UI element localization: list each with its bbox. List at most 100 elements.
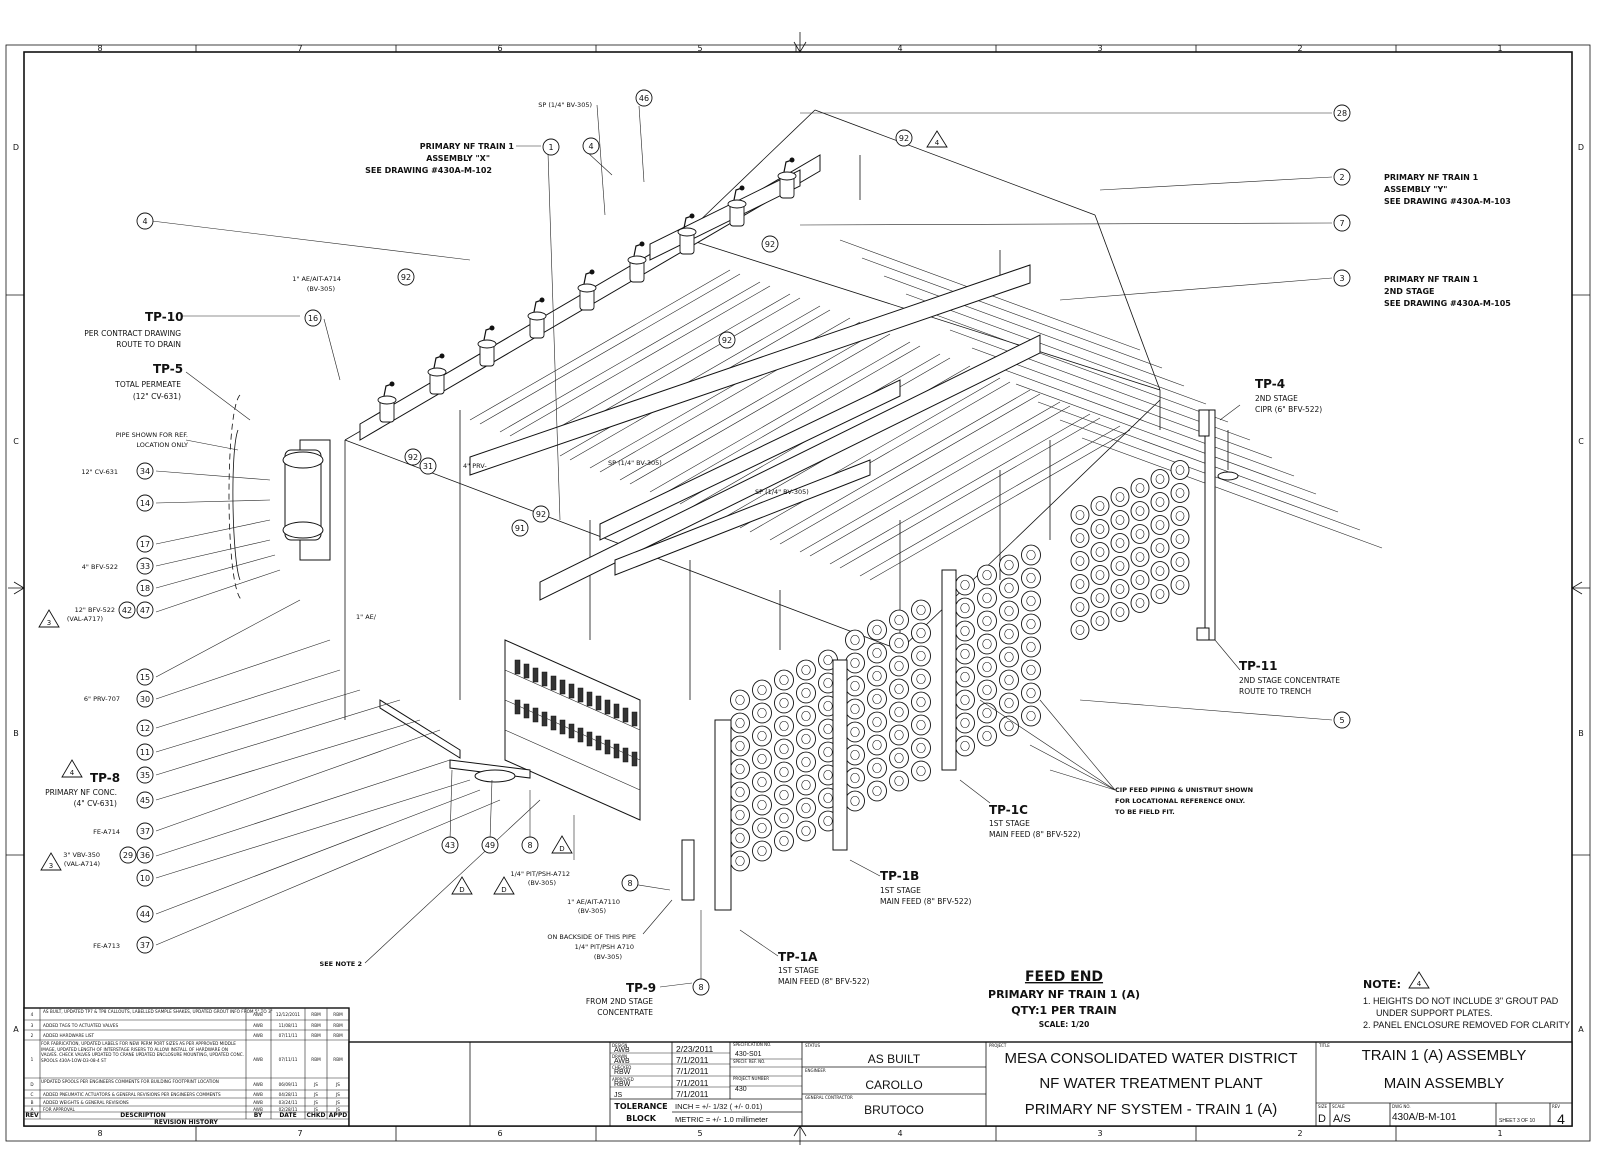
svg-text:BLOCK: BLOCK bbox=[626, 1114, 657, 1123]
vessel-end-cap bbox=[911, 760, 931, 782]
svg-text:PRIMARY NF TRAIN 1: PRIMARY NF TRAIN 1 bbox=[1384, 275, 1479, 284]
svg-text:(4" CV-631): (4" CV-631) bbox=[74, 799, 117, 808]
svg-text:47: 47 bbox=[140, 606, 150, 615]
svg-text:(12" CV-631): (12" CV-631) bbox=[133, 392, 181, 401]
svg-text:2ND STAGE: 2ND STAGE bbox=[1384, 287, 1435, 296]
bubble: 7 bbox=[1333, 214, 1351, 232]
svg-text:03/24/11: 03/24/11 bbox=[279, 1100, 298, 1105]
svg-text:15: 15 bbox=[140, 673, 150, 682]
bubble: 37 bbox=[136, 936, 154, 954]
bubble: 33 bbox=[136, 557, 154, 575]
vessel-end-cap bbox=[1110, 487, 1130, 507]
svg-text:16: 16 bbox=[308, 314, 318, 323]
vessel-end-cap bbox=[999, 577, 1019, 599]
vessel-end-cap bbox=[911, 691, 931, 713]
vessel-end-cap bbox=[730, 804, 750, 826]
svg-text:(BV-305): (BV-305) bbox=[307, 285, 335, 293]
svg-text:3: 3 bbox=[1339, 274, 1344, 283]
svg-text:TP-1B: TP-1B bbox=[880, 869, 919, 883]
svg-text:1" AE/AIT-A714: 1" AE/AIT-A714 bbox=[292, 275, 341, 283]
vessel-end-cap bbox=[977, 564, 997, 586]
bubble: 16 bbox=[304, 309, 322, 327]
svg-text:5: 5 bbox=[1339, 716, 1344, 725]
tp-1c: TP-1C 1ST STAGE MAIN FEED (8" BFV-522) bbox=[989, 803, 1080, 839]
svg-text:MAIN ASSEMBLY: MAIN ASSEMBLY bbox=[1384, 1075, 1505, 1092]
rev-d-description: UPDATED SPOOLS PER ENGINEERS COMMENTS FO… bbox=[41, 1079, 219, 1084]
svg-text:SEE DRAWING #430A-M-103: SEE DRAWING #430A-M-103 bbox=[1384, 197, 1511, 206]
vessel-end-cap bbox=[1021, 567, 1041, 589]
vessel-end-cap bbox=[1070, 551, 1090, 571]
svg-text:(VAL-A714): (VAL-A714) bbox=[64, 860, 100, 868]
vessel-end-cap bbox=[1021, 590, 1041, 612]
valve-row bbox=[377, 157, 797, 423]
svg-text:ENGINEER: ENGINEER bbox=[805, 1068, 826, 1073]
svg-text:C: C bbox=[31, 1092, 34, 1097]
revision-triangle: 4 bbox=[926, 130, 948, 148]
row-label-b-right: B bbox=[1578, 729, 1584, 738]
bubble: 92 bbox=[895, 129, 913, 147]
svg-text:ASSEMBLY "X": ASSEMBLY "X" bbox=[426, 154, 490, 163]
vessel-end-cap bbox=[1150, 561, 1170, 581]
vessel-end-cap bbox=[889, 655, 909, 677]
col-label-6: 6 bbox=[497, 44, 502, 53]
bubble: 45 bbox=[136, 791, 154, 809]
vessel-end-cap bbox=[1150, 469, 1170, 489]
svg-text:CHECKED: CHECKED bbox=[612, 1065, 631, 1070]
vessel-end-cap bbox=[845, 629, 865, 651]
col-label-3: 3 bbox=[1097, 44, 1102, 53]
vessel-end-cap bbox=[867, 734, 887, 756]
svg-text:FE-A714: FE-A714 bbox=[93, 828, 120, 836]
vessel-end-cap bbox=[889, 747, 909, 769]
svg-text:07/11/11: 07/11/11 bbox=[279, 1057, 298, 1062]
svg-text:3: 3 bbox=[31, 1023, 34, 1028]
svg-text:(BV-305): (BV-305) bbox=[528, 879, 556, 887]
vessel-end-cap bbox=[1021, 613, 1041, 635]
bubble: 3 bbox=[1333, 269, 1351, 287]
svg-text:7/1/2011: 7/1/2011 bbox=[676, 1066, 709, 1076]
col-label-5-bottom: 5 bbox=[697, 1129, 702, 1138]
vessel-end-cap bbox=[796, 774, 816, 796]
vessel-end-cap bbox=[752, 794, 772, 816]
vessel-end-cap bbox=[889, 678, 909, 700]
drawing-title: FEED END PRIMARY NF TRAIN 1 (A) QTY:1 PE… bbox=[988, 969, 1140, 1029]
bubble: 2 bbox=[1333, 168, 1351, 186]
svg-text:RBM: RBM bbox=[311, 1012, 321, 1017]
svg-text:TOTAL PERMEATE: TOTAL PERMEATE bbox=[114, 380, 181, 389]
vessel-end-cap bbox=[955, 735, 975, 757]
row-label-d-right: D bbox=[1578, 143, 1584, 152]
svg-text:FE-A713: FE-A713 bbox=[93, 942, 120, 950]
svg-text:TP-5: TP-5 bbox=[153, 362, 183, 376]
vessel-end-cap bbox=[867, 619, 887, 641]
svg-text:AWB: AWB bbox=[614, 1058, 630, 1065]
vessel-end-cap bbox=[1021, 544, 1041, 566]
row-label-a-right: A bbox=[1578, 1025, 1584, 1034]
svg-text:49: 49 bbox=[485, 841, 495, 850]
vessel-end-cap bbox=[911, 599, 931, 621]
vessel-end-cap bbox=[889, 609, 909, 631]
vessel-end-cap bbox=[867, 711, 887, 733]
row-label-d: D bbox=[13, 143, 19, 152]
svg-text:MAIN FEED (8" BFV-522): MAIN FEED (8" BFV-522) bbox=[989, 830, 1080, 839]
svg-text:92: 92 bbox=[536, 510, 546, 519]
vessel-end-cap bbox=[889, 770, 909, 792]
vessel-end-cap bbox=[845, 790, 865, 812]
vessel-end-cap bbox=[1130, 501, 1150, 521]
vessel-end-cap bbox=[1130, 593, 1150, 613]
svg-text:SPECIF. REF. NO.: SPECIF. REF. NO. bbox=[733, 1059, 765, 1064]
butterfly-valve bbox=[777, 157, 797, 199]
svg-text:SCALE: SCALE bbox=[1332, 1104, 1345, 1109]
svg-text:30: 30 bbox=[140, 695, 150, 704]
svg-text:STATUS: STATUS bbox=[805, 1043, 820, 1048]
svg-text:34: 34 bbox=[140, 467, 150, 476]
svg-text:AWB: AWB bbox=[253, 1107, 263, 1112]
svg-text:RBW: RBW bbox=[614, 1069, 631, 1076]
svg-text:7/1/2011: 7/1/2011 bbox=[676, 1089, 709, 1099]
svg-text:2. PANEL ENCLOSURE REMOVED FOR: 2. PANEL ENCLOSURE REMOVED FOR CLARITY bbox=[1363, 1020, 1570, 1030]
svg-text:AWB: AWB bbox=[253, 1092, 263, 1097]
row-label-c: C bbox=[13, 437, 19, 446]
bubble: 28 bbox=[1333, 104, 1351, 122]
vessel-end-cap bbox=[1110, 579, 1130, 599]
svg-text:11/08/11: 11/08/11 bbox=[279, 1023, 298, 1028]
svg-text:4: 4 bbox=[70, 769, 75, 777]
vessel-end-cap bbox=[1130, 478, 1150, 498]
